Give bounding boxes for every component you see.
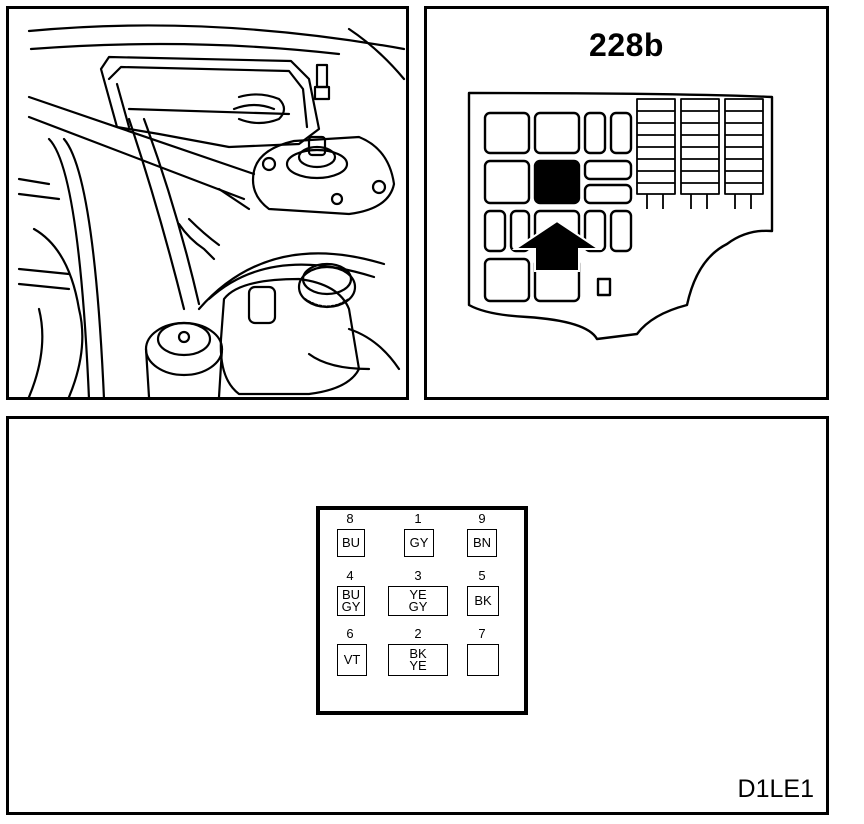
diagram-code: D1LE1 <box>737 775 814 803</box>
pin-cavity: BK <box>467 586 499 616</box>
pin-cavity-empty <box>467 644 499 676</box>
wire-color: YE <box>409 587 427 602</box>
fuse-box-panel: 228b <box>424 6 829 400</box>
pin-cavity: BK YE <box>388 644 448 676</box>
wire-color: BU <box>341 587 361 602</box>
engine-bay-illustration-panel <box>6 6 409 400</box>
pin-cavity: BU <box>337 529 365 557</box>
pin-number: 4 <box>346 568 354 583</box>
highlighted-relay <box>533 159 581 205</box>
pin-number: 1 <box>414 511 422 526</box>
connector-pinout-panel: 8 BU 1 GY 9 BN 4 BU GY 3 YE GY 5 BK 6 VT <box>6 416 829 815</box>
wire-color: GY <box>341 599 361 614</box>
fuse-box-title: 228b <box>589 27 664 63</box>
wire-color: BU <box>341 535 361 550</box>
pin-number: 3 <box>414 568 422 583</box>
wire-color: GY <box>408 599 428 614</box>
engine-bay-drawing <box>17 24 406 397</box>
connector-face: 8 BU 1 GY 9 BN 4 BU GY 3 YE GY 5 BK 6 VT <box>316 506 528 715</box>
wire-color: BN <box>472 535 492 550</box>
wire-color: BK <box>474 593 492 608</box>
pin-cavity: YE GY <box>388 586 448 616</box>
pin-number: 2 <box>414 626 422 641</box>
pin-number: 5 <box>478 568 486 583</box>
wire-color: VT <box>343 652 361 667</box>
wire-color: GY <box>409 535 429 550</box>
pin-cavity: BU GY <box>337 586 365 616</box>
pin-number: 8 <box>346 511 354 526</box>
pin-cavity: BN <box>467 529 497 557</box>
fuse-box-outline <box>467 91 774 341</box>
fuse-box-drawing <box>467 91 774 341</box>
pin-cavity: GY <box>404 529 434 557</box>
pin-number: 9 <box>478 511 486 526</box>
wire-color: YE <box>409 658 427 673</box>
pin-number: 6 <box>346 626 354 641</box>
wire-color: BK <box>409 646 427 661</box>
pin-number: 7 <box>478 626 486 641</box>
pin-cavity: VT <box>337 644 367 676</box>
location-arrow-icon <box>511 219 603 272</box>
